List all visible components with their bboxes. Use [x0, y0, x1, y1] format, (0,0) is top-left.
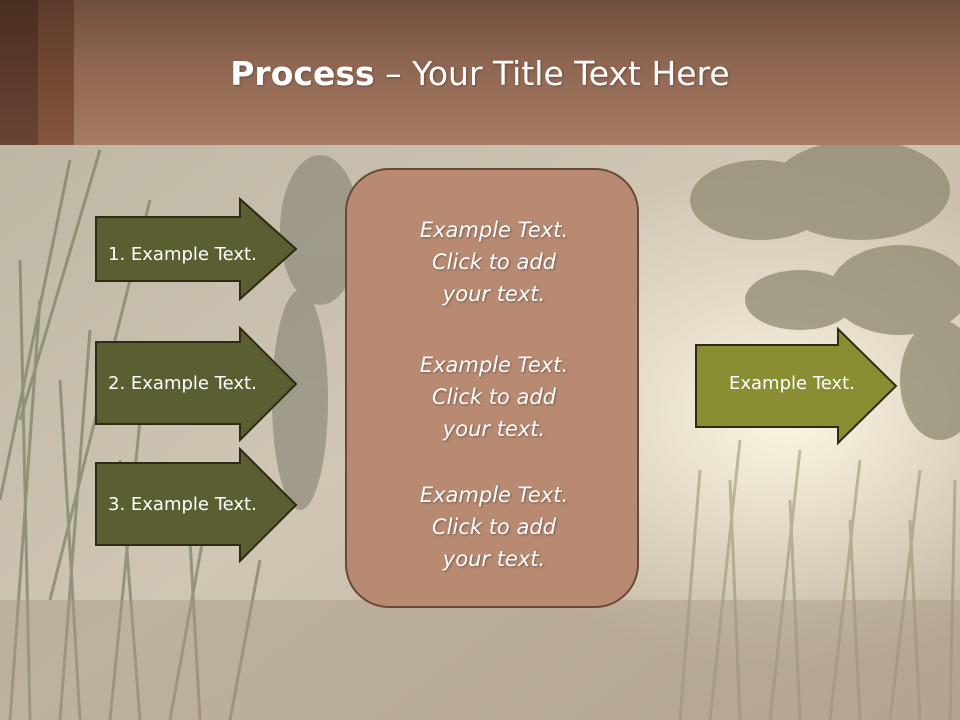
left-arrow-2-label: 2. Example Text.	[108, 373, 257, 394]
header-stripe-dark	[0, 0, 38, 145]
center-block-2-line-2: Click to add	[431, 385, 556, 409]
title-bold: Process	[230, 54, 375, 93]
right-arrow-label: Example Text.	[729, 373, 855, 394]
center-block-2-line-3: your text.	[442, 417, 546, 441]
right-arrow[interactable]	[694, 327, 900, 445]
left-arrow-3-label: 3. Example Text.	[108, 494, 257, 515]
header-band	[0, 0, 960, 145]
center-block-2-line-1: Example Text.	[419, 353, 569, 377]
center-block-1-line-1: Example Text.	[419, 218, 569, 242]
center-text-box[interactable]: Example Text. Click to add your text. Ex…	[345, 168, 639, 608]
center-block-1-line-3: your text.	[442, 282, 546, 306]
slide-title[interactable]: Process – Your Title Text Here	[0, 52, 960, 96]
left-arrow-1-label: 1. Example Text.	[108, 244, 257, 265]
left-arrow-2[interactable]	[94, 326, 300, 442]
center-block-3: Example Text. Click to add your text.	[347, 479, 641, 575]
center-block-3-line-3: your text.	[442, 547, 546, 571]
center-block-3-line-1: Example Text.	[419, 483, 569, 507]
header-stripe-mid	[38, 0, 74, 145]
center-block-1-line-2: Click to add	[431, 250, 556, 274]
title-rest: – Your Title Text Here	[374, 54, 730, 93]
left-arrow-3[interactable]	[94, 447, 300, 563]
left-arrow-1[interactable]	[94, 197, 300, 301]
center-block-1: Example Text. Click to add your text.	[347, 214, 641, 310]
center-block-3-line-2: Click to add	[431, 515, 556, 539]
center-block-2: Example Text. Click to add your text.	[347, 349, 641, 445]
